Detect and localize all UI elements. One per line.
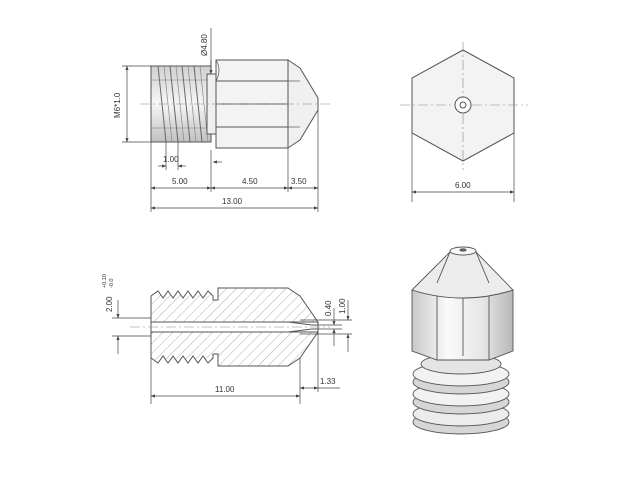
- dim-tip-cone-length: 1.33: [320, 377, 336, 386]
- iso-cone: [411, 251, 514, 299]
- iso-thread: [412, 353, 510, 435]
- orifice-inner-circle: [459, 101, 467, 109]
- dim-orifice-diameter: 0.40: [324, 300, 333, 316]
- section-lower-wall: [150, 331, 319, 367]
- end-view-dimensions: [411, 133, 515, 202]
- dim-cone-length: 3.50: [291, 177, 307, 186]
- orifice-outer-circle: [454, 96, 472, 114]
- end-view: [400, 42, 528, 170]
- side-view: [140, 59, 330, 149]
- dim-thread-length: 5.00: [172, 177, 188, 186]
- dim-bore-diameter: 2.00: [105, 296, 114, 312]
- dim-tip-length: 1.00: [338, 298, 347, 314]
- dim-hex-length: 4.50: [242, 177, 258, 186]
- iso-orifice: [459, 248, 467, 252]
- dim-bore-tol-upper: +0.10: [102, 274, 108, 288]
- side-view-dimensions: [122, 28, 319, 212]
- dim-thread-spec: M6*1.0: [113, 92, 122, 118]
- dim-bore-tol-lower: -0.0: [109, 279, 115, 288]
- dim-bore-depth: 11.00: [215, 385, 235, 394]
- dim-hex-across-flats: 6.00: [455, 181, 471, 190]
- section-upper-wall: [150, 287, 319, 323]
- section-view: [130, 287, 330, 367]
- isometric-view: [411, 246, 514, 435]
- dim-thread-pitch: 1.00: [163, 155, 179, 164]
- dim-overall-length: 13.00: [222, 197, 243, 206]
- dim-thread-diameter: Ø4.80: [200, 34, 209, 56]
- section-view-dimensions: [112, 300, 352, 404]
